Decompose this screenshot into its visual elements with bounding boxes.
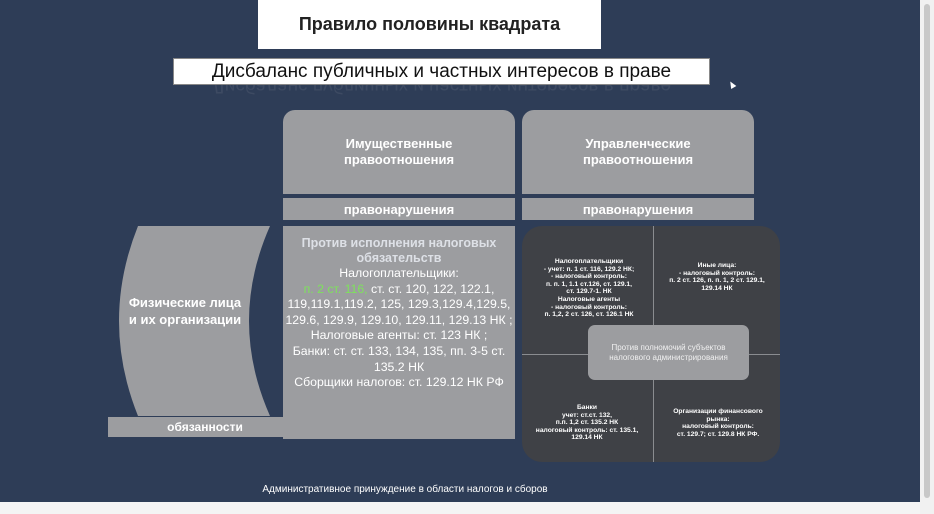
slide-footer: Административное принуждение в области н… bbox=[262, 484, 548, 495]
vertical-scrollbar[interactable] bbox=[920, 0, 934, 514]
tax-obligations-box: Против исполнения налоговых обязательств… bbox=[283, 226, 515, 439]
tax-agents-line: Налоговые агенты: ст. 123 НК ; bbox=[310, 328, 488, 343]
obligations-label: обязанности bbox=[108, 417, 302, 437]
scrollbar-thumb[interactable] bbox=[924, 4, 930, 498]
highlighted-article: п. 2 ст. 116, bbox=[303, 281, 368, 296]
slide-title: Правило половины квадрата bbox=[258, 0, 601, 49]
administration-center-label: Против полномочий субъектов налогового а… bbox=[588, 325, 749, 380]
mouse-cursor-icon bbox=[727, 79, 737, 90]
management-offenses-label: правонарушения bbox=[522, 198, 754, 220]
banks-line: Банки: ст. ст. 133, 134, 135, пп. 3-5 ст… bbox=[292, 343, 506, 374]
property-relations-header: Имущественные правоотношения bbox=[283, 110, 515, 194]
quadrant-banks-text: Банки учет: ст.ст. 132, п.п. 1,2 ст. 135… bbox=[535, 404, 639, 442]
taxpayers-label: Налогоплательщики: bbox=[339, 266, 459, 280]
quadrant-other-persons-text: Иные лица: - налоговый контроль: п. 2 ст… bbox=[669, 262, 765, 292]
taxpayers-articles: п. 2 ст. 116, ст. ст. 120, 122, 122.1, 1… bbox=[283, 282, 515, 329]
quadrant-taxpayers-text: Налогоплательщики - учет: п. 1 ст. 116, … bbox=[543, 258, 635, 319]
property-offenses-label: правонарушения bbox=[283, 198, 515, 220]
bottom-bar bbox=[0, 502, 920, 514]
slide-subtitle: Дисбаланс публичных и частных интересов … bbox=[173, 58, 710, 85]
tax-collectors-line: Сборщики налогов: ст. 129.12 НК РФ bbox=[294, 375, 504, 390]
taxpayers-articles-rest: ст. ст. 120, 122, 122.1, 119,119.1,119.2… bbox=[285, 281, 513, 327]
presentation-slide: Правило половины квадрата Дисбаланс публ… bbox=[0, 0, 920, 502]
quadrant-financial-orgs-text: Организации финансового рынка: налоговый… bbox=[673, 408, 763, 438]
management-relations-header: Управленческие правоотношения bbox=[522, 110, 754, 194]
persons-label: Физические лица и их организации bbox=[128, 295, 242, 327]
subtitle-reflection: Дисбаланс публичных и частных интересов … bbox=[211, 85, 672, 96]
persons-curved-shape bbox=[119, 226, 270, 416]
tax-obligations-title: Против исполнения налоговых обязательств bbox=[301, 236, 497, 265]
